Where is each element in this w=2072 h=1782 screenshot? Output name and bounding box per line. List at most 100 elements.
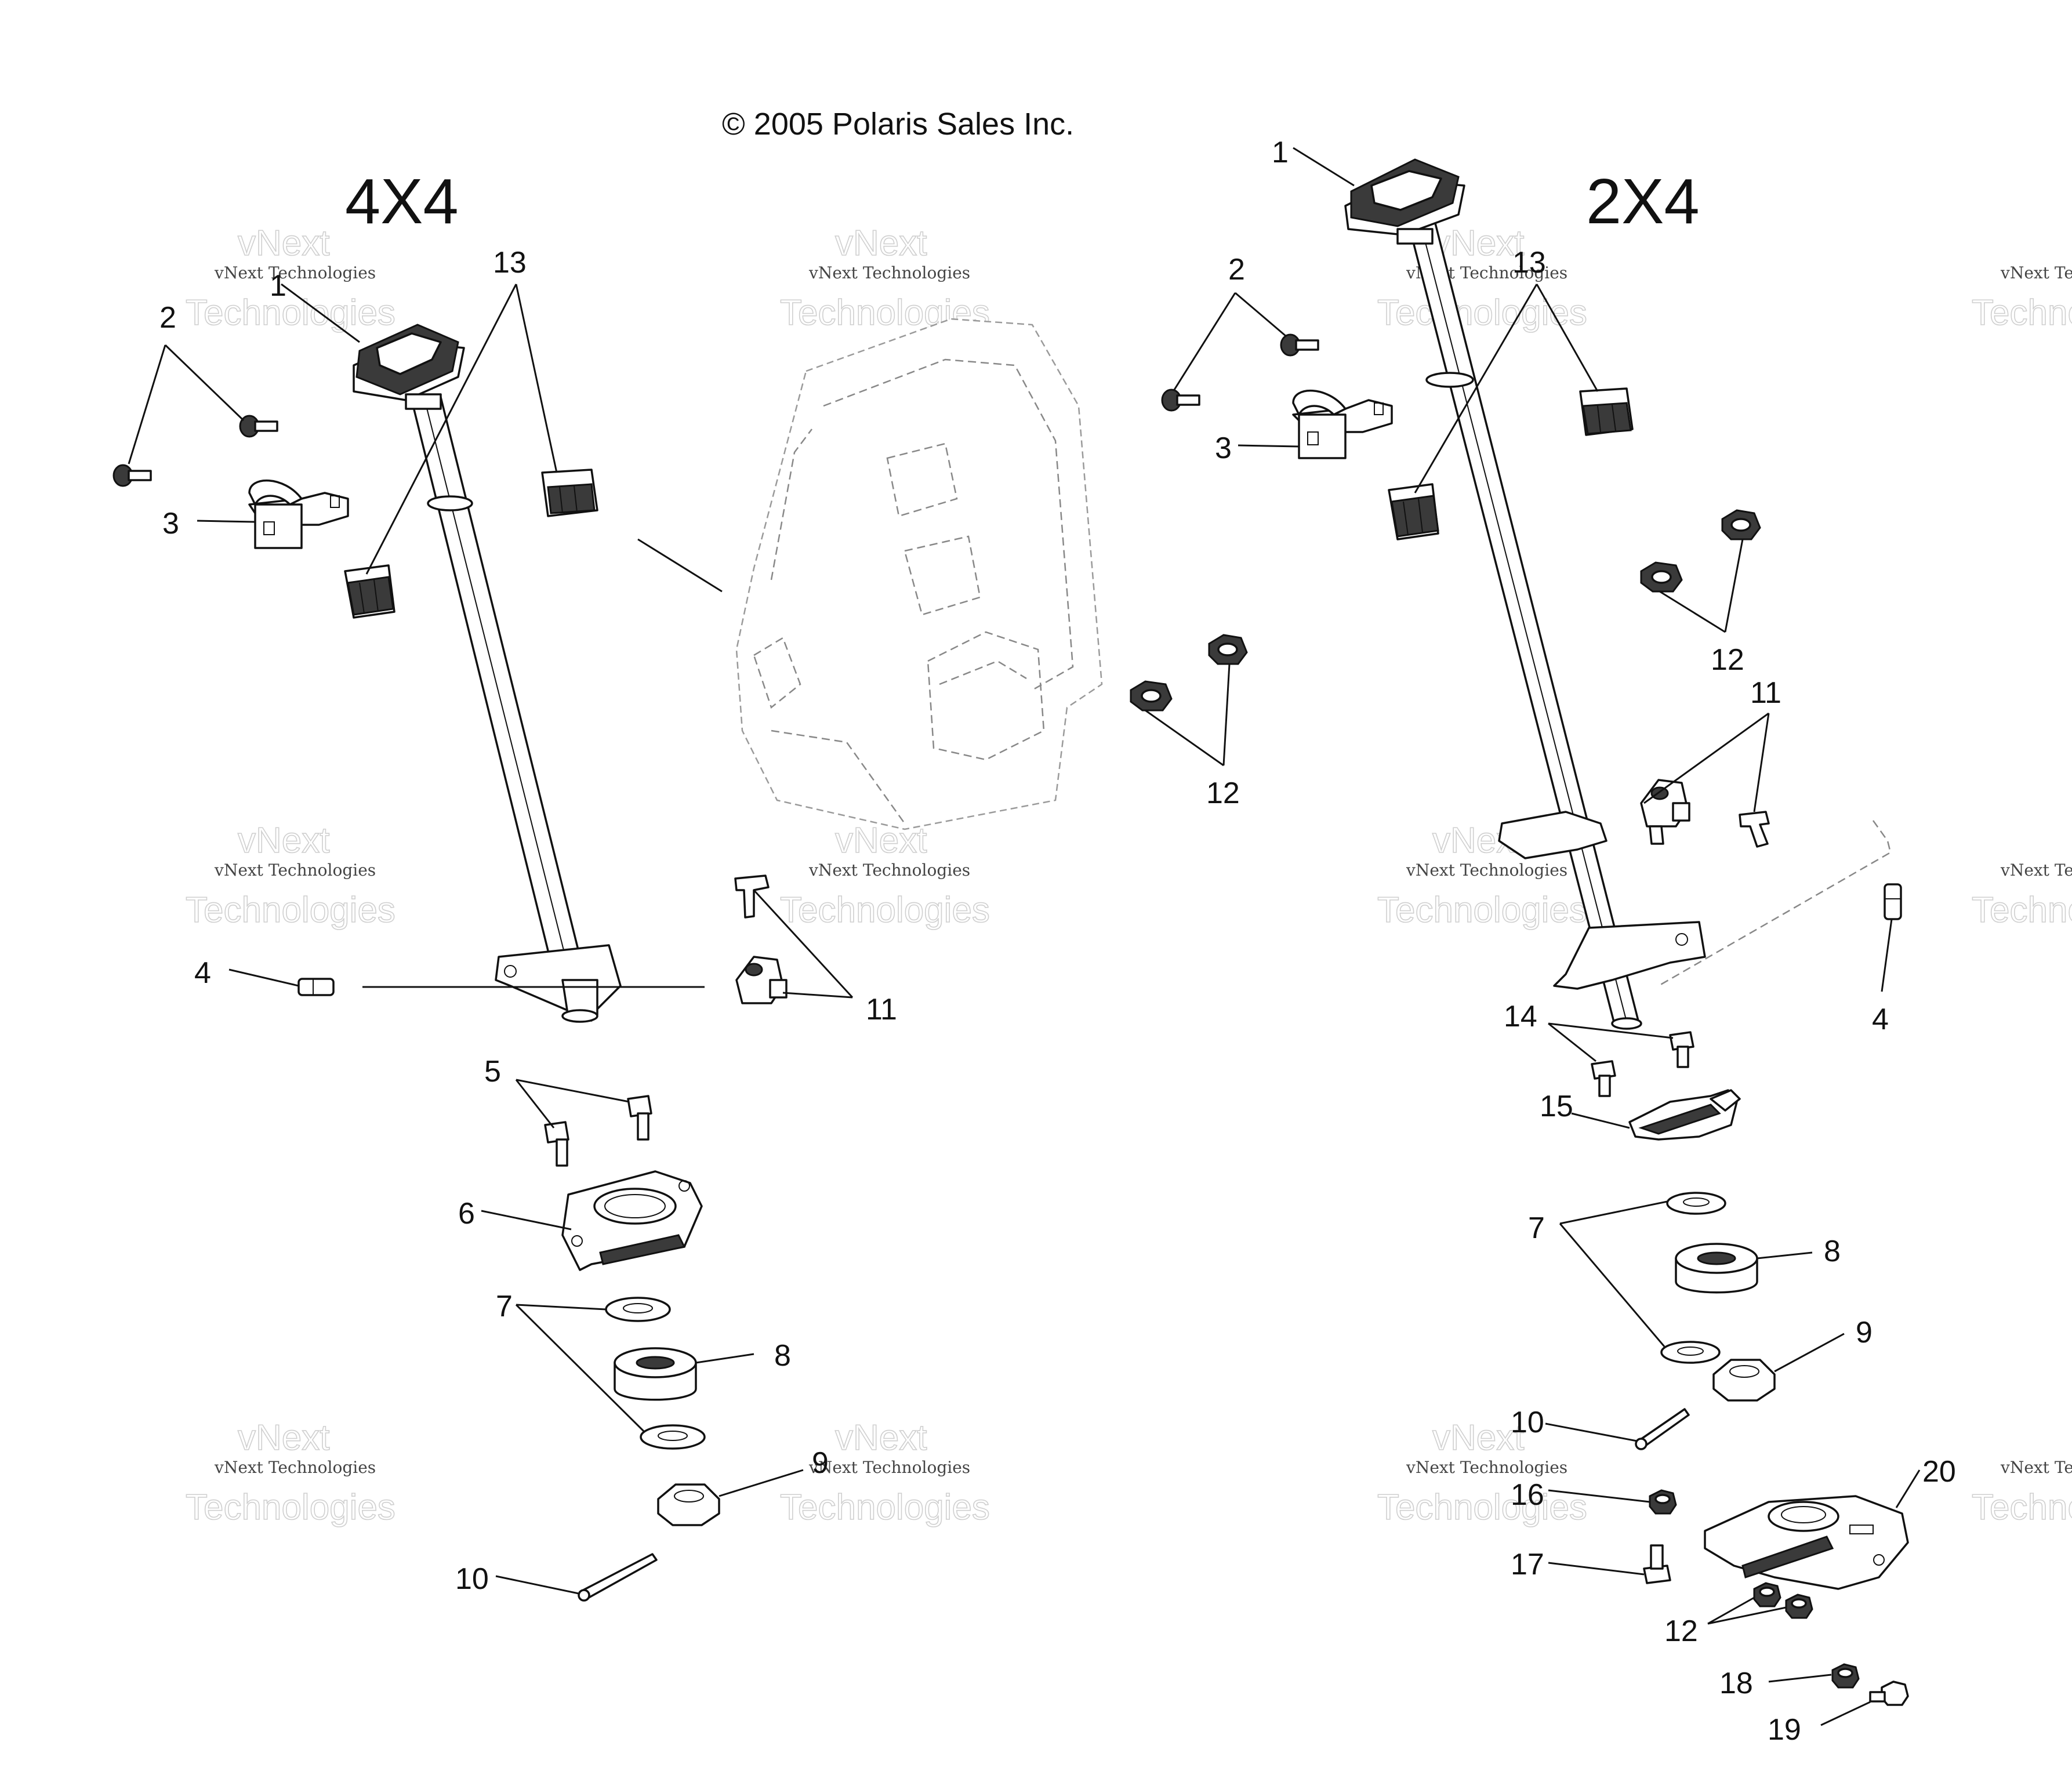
callout-2x4-19: 19	[1768, 1713, 1801, 1747]
callout-4x4-10: 10	[455, 1562, 489, 1596]
callouts-2x4: 1 2 3 13 12 11 4 14 15 7 8 9 10 16 20 17…	[1215, 136, 1956, 1747]
assembly-4x4: 1 2 3 13 4 11 5 6 7 8 9 10 12	[113, 246, 1248, 1602]
watermark-text: Technologies	[1972, 890, 2072, 930]
watermark-text: Technologies	[186, 1487, 395, 1527]
watermark-10: vNext vNext Technologies Technologies	[779, 1417, 990, 1528]
callout-4x4-2: 2	[159, 301, 176, 335]
bolt-2-4x4-a	[113, 464, 152, 487]
watermark-6: vNext vNext Technologies Technologies	[779, 820, 990, 931]
callout-4x4-7: 7	[496, 1290, 513, 1323]
callout-4x4-6: 6	[458, 1197, 475, 1231]
callout-2x4-12b: 12	[1664, 1614, 1698, 1648]
callout-4x4-9: 9	[812, 1446, 829, 1480]
washer-7-2x4-a	[1666, 1192, 1726, 1215]
watermark-text: vNext Technologies	[214, 1458, 376, 1477]
watermark-text: vNext Technologies	[1406, 1458, 1567, 1477]
cover-15-2x4	[1628, 1089, 1741, 1141]
watermark-text: Technologies	[186, 293, 395, 333]
callout-2x4-4: 4	[1872, 1003, 1889, 1036]
callout-2x4-1: 1	[1272, 136, 1289, 169]
callout-2x4-14: 14	[1504, 1000, 1537, 1033]
nut-12-2x4-a	[1640, 561, 1683, 593]
bolt-2-4x4-b	[239, 415, 278, 438]
nut-16-2x4	[1649, 1489, 1677, 1515]
bearing-housing-6-4x4	[561, 1170, 703, 1271]
callout-2x4-7: 7	[1528, 1211, 1545, 1245]
callout-4x4-5: 5	[484, 1055, 501, 1088]
callout-4x4-4: 4	[194, 956, 211, 990]
watermark-text: Technologies	[1377, 293, 1587, 333]
nut-12-4x4-a	[1130, 680, 1173, 712]
watermark-text: vNext	[1432, 223, 1524, 263]
lock-11-4x4-b	[735, 956, 788, 1004]
callout-2x4-2: 2	[1228, 253, 1245, 286]
nut-12-2x4-d	[1785, 1594, 1813, 1619]
panel-mount-line	[637, 538, 723, 593]
watermark-text: Technologies	[186, 890, 395, 930]
steering-hub-2x4	[1344, 158, 1465, 245]
leader-lines-4x4	[128, 283, 1231, 1595]
watermark-text: vNext Technologies	[808, 861, 970, 880]
bolt-19-2x4	[1869, 1681, 1909, 1706]
washer-7-2x4-b	[1660, 1341, 1721, 1364]
watermark-5: vNext vNext Technologies Technologies	[185, 820, 396, 931]
cotter-pin-10-4x4	[578, 1553, 658, 1602]
watermark-text: vNext Technologies	[214, 861, 376, 880]
watermark-text: Technologies	[1972, 293, 2072, 333]
bolt-17-2x4	[1643, 1544, 1671, 1584]
callout-2x4-15: 15	[1540, 1090, 1573, 1123]
callout-2x4-3: 3	[1215, 431, 1232, 465]
watermark-text: vNext Technologies	[808, 263, 970, 282]
callout-2x4-8: 8	[1824, 1235, 1841, 1268]
callout-4x4-8: 8	[774, 1339, 791, 1373]
watermark-text: vNext	[238, 821, 329, 861]
plate-20-2x4	[1704, 1495, 1909, 1590]
watermark-text: Technologies	[780, 1487, 990, 1527]
bushing-8-2x4	[1675, 1243, 1758, 1294]
watermark-text: vNext Technologies	[808, 1458, 970, 1477]
title-2x4: 2X4	[1586, 166, 1700, 237]
watermark-text: Technologies	[1377, 1487, 1587, 1527]
callout-2x4-17: 17	[1511, 1548, 1544, 1581]
watermark-4: vNext Technologies Technologies	[1971, 263, 2072, 333]
watermark-text: Technologies	[1377, 890, 1587, 930]
watermark-8: vNext Technologies Technologies	[1971, 861, 2072, 931]
callout-4x4-12: 12	[1206, 776, 1240, 810]
callouts-4x4: 1 2 3 13 4 11 5 6 7 8 9 10 12	[159, 246, 1240, 1596]
nut-9-2x4	[1712, 1359, 1776, 1402]
pin-4-4x4	[297, 978, 335, 996]
nut-12-4x4-b	[1208, 634, 1248, 665]
callout-2x4-18: 18	[1719, 1667, 1753, 1700]
title-4x4: 4X4	[345, 166, 459, 237]
callout-2x4-20: 20	[1922, 1455, 1956, 1489]
watermark-1: vNext vNext Technologies Technologies	[185, 223, 396, 333]
washer-7-4x4-a	[605, 1297, 671, 1322]
watermark-2: vNext vNext Technologies Technologies	[779, 223, 990, 333]
watermark-text: vNext	[835, 1418, 927, 1458]
bolt-5-4x4-b	[627, 1095, 652, 1141]
bushing-8-4x4	[614, 1347, 697, 1401]
callout-4x4-1: 1	[270, 269, 286, 303]
watermark-12: vNext Technologies Technologies	[1971, 1458, 2072, 1528]
pin-mount-line-2x4	[1658, 820, 1892, 987]
bracket-3-2x4	[1292, 390, 1393, 459]
callout-4x4-11: 11	[866, 993, 897, 1026]
cushion-13-2x4-a	[1579, 387, 1634, 436]
callout-2x4-12: 12	[1711, 643, 1744, 677]
cushion-13-4x4-a	[541, 469, 598, 517]
callout-4x4-3: 3	[162, 507, 179, 540]
watermarks: vNext vNext Technologies Technologies vN…	[185, 223, 2072, 1528]
lock-11-4x4-a	[734, 874, 770, 919]
bolt-5-4x4-a	[544, 1121, 569, 1167]
nut-9-4x4	[657, 1483, 720, 1526]
vehicle-front-panel	[637, 318, 1103, 830]
lock-11-2x4-a	[1640, 779, 1690, 845]
bolt-2-2x4-a	[1161, 389, 1200, 412]
watermark-text: vNext Technologies	[2000, 1458, 2072, 1477]
assembly-2x4: 1 2 3 13 12 11 4 14 15 7 8 9 10 16 20 17…	[1161, 136, 1956, 1747]
cotter-pin-10-2x4	[1635, 1408, 1690, 1450]
bolt-2-2x4-b	[1280, 333, 1319, 357]
washer-7-4x4-b	[640, 1424, 706, 1450]
steering-post-4x4	[411, 396, 622, 1023]
